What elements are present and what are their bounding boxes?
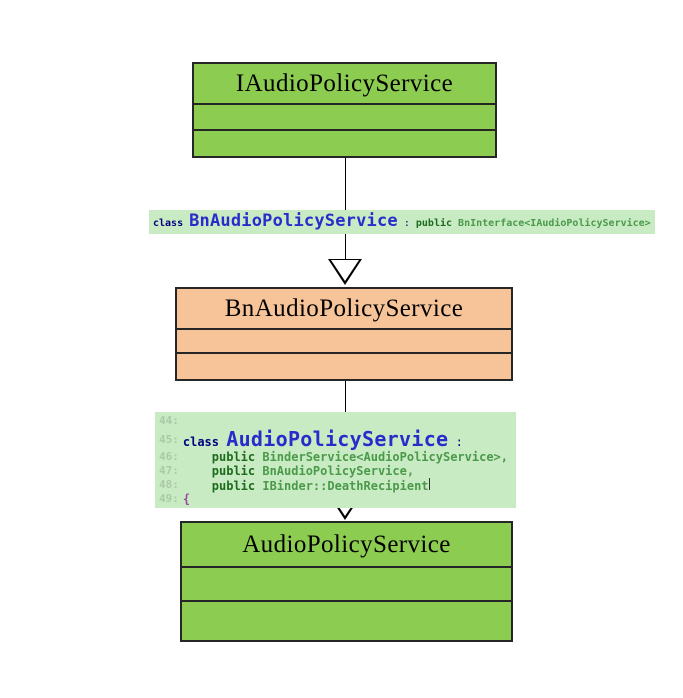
code-keyword-class: class	[182, 435, 227, 449]
code-colon: :	[397, 218, 416, 229]
code-line	[183, 414, 508, 428]
code-base-type: BnAudioPolicyService,	[262, 464, 415, 478]
code-snippet-audiopolicyservice: 44: 45: 46: 47: 48: 49: class AudioPolic…	[155, 412, 516, 508]
arrowhead-fill	[331, 260, 359, 281]
class-attributes-compartment	[194, 105, 495, 131]
code-line: public BinderService<AudioPolicyService>…	[183, 450, 508, 464]
generalization-line-bn-to-i	[345, 158, 346, 259]
class-attributes-compartment	[177, 330, 511, 354]
class-operations-compartment	[182, 602, 511, 640]
class-name-label: BnAudioPolicyService	[224, 295, 464, 323]
code-class-name: AudioPolicyService	[226, 427, 449, 451]
code-base-type: BnInterface<IAudioPolicyService>	[458, 218, 651, 229]
code-snippet-bnaudiopolicyservice: class BnAudioPolicyService : public BnIn…	[149, 210, 655, 234]
code-line: public BnAudioPolicyService,	[183, 464, 508, 478]
class-operations-compartment	[177, 354, 511, 379]
uml-class-box-audiopolicyservice[interactable]: AudioPolicyService	[180, 521, 513, 642]
code-keyword-public: public	[182, 450, 263, 464]
text-cursor-caret	[428, 478, 430, 490]
class-title-compartment: BnAudioPolicyService	[177, 289, 511, 331]
class-attributes-compartment	[182, 568, 511, 602]
code-open-brace: {	[182, 492, 191, 506]
code-colon: :	[448, 435, 463, 449]
code-line: public IBinder::DeathRecipient	[182, 478, 508, 493]
code-base-type: IBinder::DeathRecipient	[262, 479, 429, 493]
class-name-label: IAudioPolicyService	[235, 70, 454, 98]
code-line: {	[183, 492, 508, 506]
code-class-name: BnAudioPolicyService	[189, 211, 398, 231]
code-line-number: 48:	[159, 478, 179, 491]
class-operations-compartment	[194, 131, 495, 156]
class-name-label: AudioPolicyService	[242, 531, 451, 559]
code-keyword-public: public	[182, 464, 263, 478]
code-line-number: 49:	[159, 492, 179, 505]
class-title-compartment: IAudioPolicyService	[194, 64, 495, 106]
code-line-number: 45:	[159, 433, 179, 446]
code-line: class AudioPolicyService :	[183, 428, 508, 450]
code-keyword-public: public	[415, 218, 459, 229]
code-keyword-class: class	[153, 218, 190, 229]
code-line-number: 47:	[159, 464, 179, 477]
code-lines: class AudioPolicyService : public Binder…	[183, 414, 516, 506]
code-line-number: 46:	[159, 450, 179, 463]
code-base-type: BinderService<AudioPolicyService>,	[262, 450, 508, 464]
code-line-number-gutter: 44: 45: 46: 47: 48: 49:	[155, 414, 183, 506]
uml-class-box-iaudiopolicyservice[interactable]: IAudioPolicyService	[192, 62, 497, 158]
code-keyword-public: public	[182, 479, 263, 493]
uml-class-box-bnaudiopolicyservice[interactable]: BnAudioPolicyService	[175, 287, 513, 381]
class-title-compartment: AudioPolicyService	[182, 523, 511, 569]
code-line-number: 44:	[159, 414, 179, 427]
